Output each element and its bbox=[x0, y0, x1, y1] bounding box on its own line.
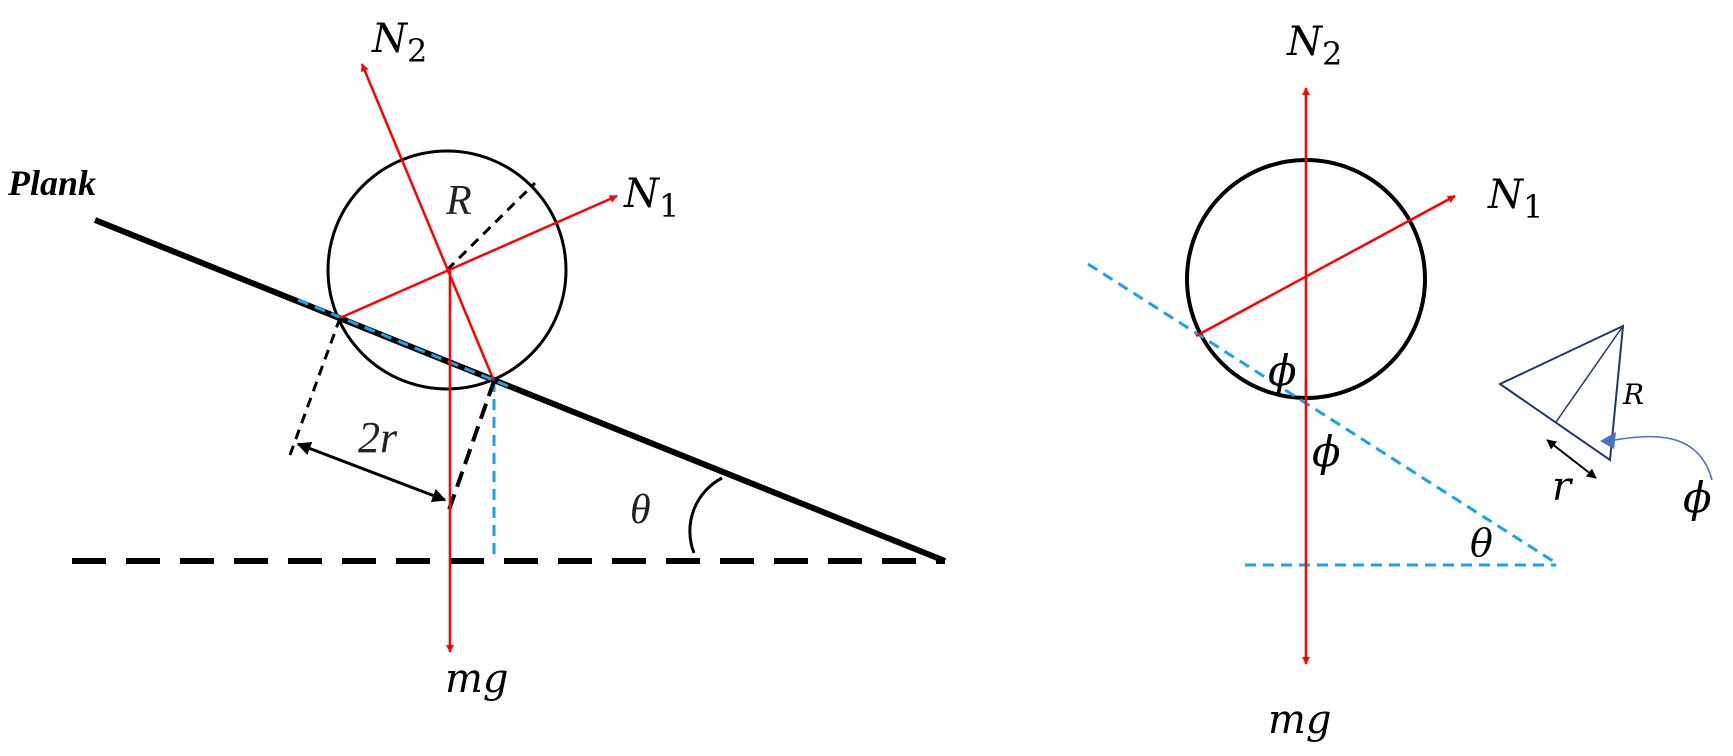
n1-force-arrow bbox=[1195, 194, 1456, 338]
n1-label: N1 bbox=[1487, 172, 1543, 226]
ball-circle bbox=[326, 149, 568, 391]
gap-label: 2r bbox=[358, 413, 398, 462]
inset-r-arrow bbox=[1546, 439, 1597, 479]
theta-label: θ bbox=[1470, 521, 1493, 565]
inset-bisector bbox=[1555, 325, 1624, 423]
inset-triangle-group: R r ϕ bbox=[1498, 324, 1713, 522]
n1-label: N1 bbox=[623, 171, 679, 225]
inset-radius-label: R bbox=[1622, 378, 1644, 411]
gap-dimension-arrow bbox=[296, 441, 447, 503]
n1-force-arrow bbox=[339, 194, 618, 320]
plank-line bbox=[93, 217, 947, 564]
gap-right-dashed bbox=[447, 380, 496, 511]
radius-dashed-line bbox=[445, 181, 537, 272]
inset-phi-arrowhead bbox=[1600, 432, 1616, 449]
left-panel: Plank R 2r θ N1 N2 mg bbox=[7, 16, 947, 702]
gap-left-dashed bbox=[288, 317, 342, 456]
right-panel: N2 N1 mg ϕ ϕ θ bbox=[1087, 19, 1557, 743]
inset-phi-curve bbox=[1614, 435, 1713, 481]
weight-label: mg bbox=[1268, 697, 1332, 743]
phi-upper-label: ϕ bbox=[1268, 346, 1297, 395]
plank-label: Plank bbox=[7, 163, 96, 203]
weight-label: mg bbox=[445, 656, 509, 702]
theta-arc bbox=[688, 476, 723, 554]
inset-triangle bbox=[1498, 324, 1625, 462]
contact-chord-dashed bbox=[297, 298, 516, 391]
incline-dashed bbox=[1087, 262, 1557, 565]
n2-force-arrow bbox=[360, 63, 496, 382]
n2-label: N2 bbox=[1286, 19, 1342, 73]
theta-label: θ bbox=[630, 487, 651, 533]
inset-r-label: r bbox=[1552, 464, 1574, 510]
inset-phi-label: ϕ bbox=[1683, 473, 1712, 522]
radius-label: R bbox=[445, 178, 472, 224]
phi-lower-label: ϕ bbox=[1312, 427, 1341, 476]
n2-label: N2 bbox=[371, 16, 427, 70]
